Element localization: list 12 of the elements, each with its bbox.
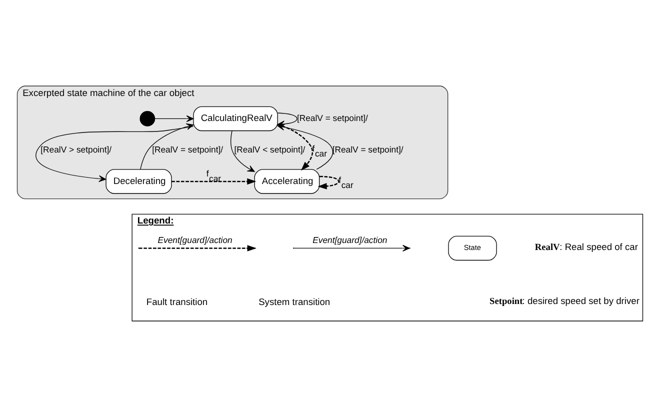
edge-label: [RealV = setpoint]/ [296,112,368,122]
legend-label: System transition [258,296,330,306]
edge-label: [RealV = setpoint]/ [152,144,224,154]
label: Setpoint: desired speed set by driver [490,296,640,307]
label: RealV: Real speed of car [534,242,638,253]
legend-label: Fault transition [146,296,208,306]
label: Event[guard]/action [312,234,388,245]
edge-label: [RealV = setpoint]/ [332,144,404,154]
legend-label: State [464,242,481,252]
label: Event[guard]/action [158,234,232,245]
edge-label: [RealV < setpoint]/ [234,144,306,154]
edge-label: [RealV > setpoint]/ [40,144,112,154]
